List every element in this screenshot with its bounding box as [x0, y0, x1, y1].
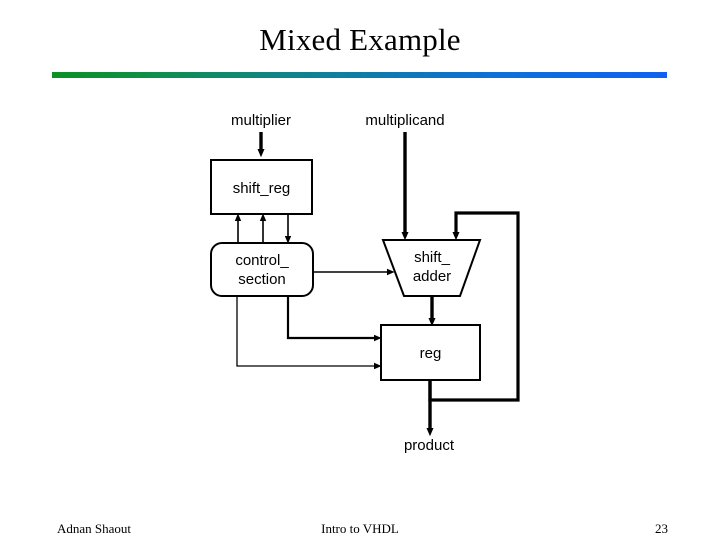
- block-control-section-label-line1: control_: [235, 252, 289, 269]
- block-control-section: [210, 242, 314, 297]
- arrow-control-to-reg-b: [236, 296, 382, 370]
- diagram-label-product: product: [404, 437, 455, 454]
- block-shift-adder: [381, 239, 482, 297]
- block-reg-label: reg: [420, 345, 442, 362]
- diagram-container: multiplier multiplicand shift_reg contro…: [185, 95, 545, 470]
- block-diagram: multiplier multiplicand shift_reg contro…: [210, 112, 520, 454]
- diagram-label-multiplicand: multiplicand: [365, 112, 444, 129]
- block-shift-reg: [210, 159, 313, 215]
- footer-author: Adnan Shaout: [57, 521, 132, 536]
- block-shift-reg-label: shift_reg: [233, 180, 291, 197]
- arrow-control-to-reg-a: [286, 296, 382, 342]
- block-shift-adder-label-line2: adder: [413, 268, 451, 285]
- diagram-label-multiplier: multiplier: [231, 112, 291, 129]
- block-shift-adder-label-line1: shift_: [414, 249, 451, 266]
- title-divider-rule: [52, 72, 667, 78]
- footer-subject: Intro to VHDL: [321, 521, 399, 536]
- block-control-section-label-line2: section: [238, 271, 286, 288]
- page-title: Mixed Example: [259, 22, 461, 57]
- footer-page-number: 23: [655, 521, 668, 536]
